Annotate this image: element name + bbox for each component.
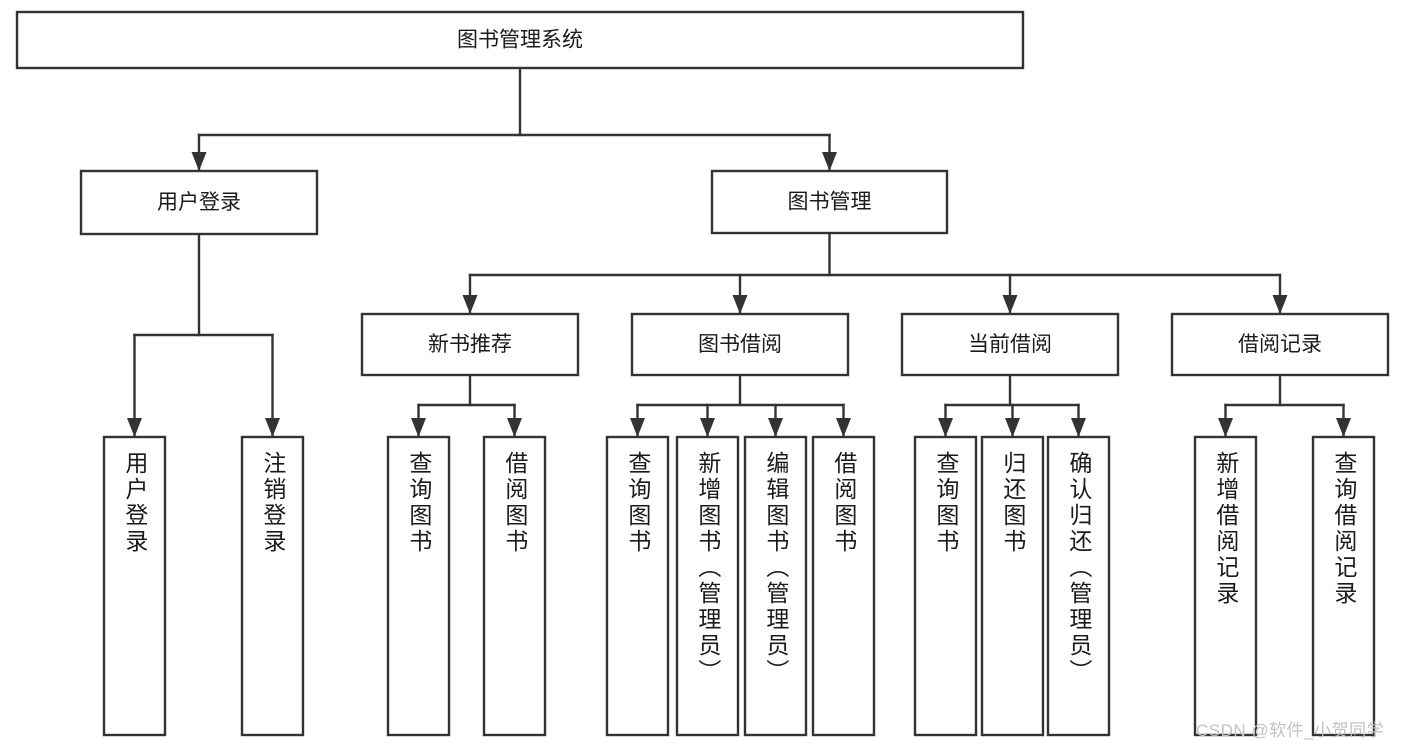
arrow-to-level2-1 bbox=[822, 152, 837, 171]
leaf-box-11[interactable] bbox=[1193, 435, 1258, 737]
arrow-to-leaf-2-1 bbox=[700, 418, 715, 437]
boxes-layer bbox=[15, 10, 1390, 737]
arrow-to-level3-3 bbox=[1272, 295, 1288, 314]
arrow-to-leaf-3-2 bbox=[1071, 418, 1086, 437]
node-box-level2-1[interactable] bbox=[710, 169, 949, 235]
arrow-to-level2-0 bbox=[191, 152, 207, 171]
arrow-to-leaf-4-0 bbox=[1218, 418, 1233, 437]
node-label-level2-1: 图书管理 bbox=[788, 191, 872, 214]
arrow-to-level3-0 bbox=[462, 295, 478, 314]
leaf-box-8[interactable] bbox=[913, 435, 978, 737]
node-box-level3-3[interactable] bbox=[1170, 312, 1390, 377]
node-box-level3-1[interactable] bbox=[630, 312, 850, 377]
node-label-level3-2: 当前借阅 bbox=[968, 333, 1052, 356]
node-label-level3-3: 借阅记录 bbox=[1238, 333, 1322, 356]
arrow-to-leaf-3-1 bbox=[1005, 418, 1020, 437]
node-box-root[interactable] bbox=[15, 10, 1025, 70]
arrow-to-leaf-1-1 bbox=[507, 418, 522, 437]
leaf-box-12[interactable] bbox=[1311, 435, 1376, 737]
node-box-level2-0[interactable] bbox=[79, 169, 319, 236]
node-label-level3-0: 新书推荐 bbox=[428, 333, 512, 356]
node-label-root: 图书管理系统 bbox=[457, 29, 583, 52]
leaf-box-10[interactable] bbox=[1046, 435, 1111, 737]
leaf-box-7[interactable] bbox=[811, 435, 876, 737]
leaf-box-6[interactable] bbox=[743, 435, 808, 737]
arrow-to-leaf-2-0 bbox=[630, 418, 645, 437]
arrow-to-level3-2 bbox=[1002, 295, 1018, 314]
watermark-text: CSDN @软件_小贺同学 bbox=[1196, 721, 1385, 740]
leaf-box-3[interactable] bbox=[482, 435, 547, 737]
connectors-layer bbox=[127, 66, 1351, 439]
arrow-to-leaf-2-2 bbox=[768, 418, 783, 437]
node-label-level2-0: 用户登录 bbox=[157, 191, 241, 214]
arrow-to-level3-1 bbox=[732, 295, 748, 314]
leaf-box-4[interactable] bbox=[605, 435, 670, 737]
arrow-to-leaf-2-3 bbox=[836, 418, 851, 437]
arrow-to-leaf-4-1 bbox=[1336, 418, 1351, 437]
arrow-to-leaf-0-0 bbox=[127, 418, 142, 437]
arrow-to-leaf-3-0 bbox=[938, 418, 953, 437]
leaf-box-0[interactable] bbox=[102, 435, 167, 737]
node-box-level3-2[interactable] bbox=[900, 312, 1120, 377]
leaf-box-5[interactable] bbox=[675, 435, 740, 737]
leaf-box-2[interactable] bbox=[386, 435, 451, 737]
arrow-to-leaf-0-1 bbox=[265, 418, 280, 437]
node-box-level3-0[interactable] bbox=[360, 312, 580, 377]
node-label-level3-1: 图书借阅 bbox=[698, 333, 782, 356]
leaf-box-1[interactable] bbox=[240, 435, 305, 737]
leaf-box-9[interactable] bbox=[980, 435, 1045, 737]
arrow-to-leaf-1-0 bbox=[411, 418, 426, 437]
